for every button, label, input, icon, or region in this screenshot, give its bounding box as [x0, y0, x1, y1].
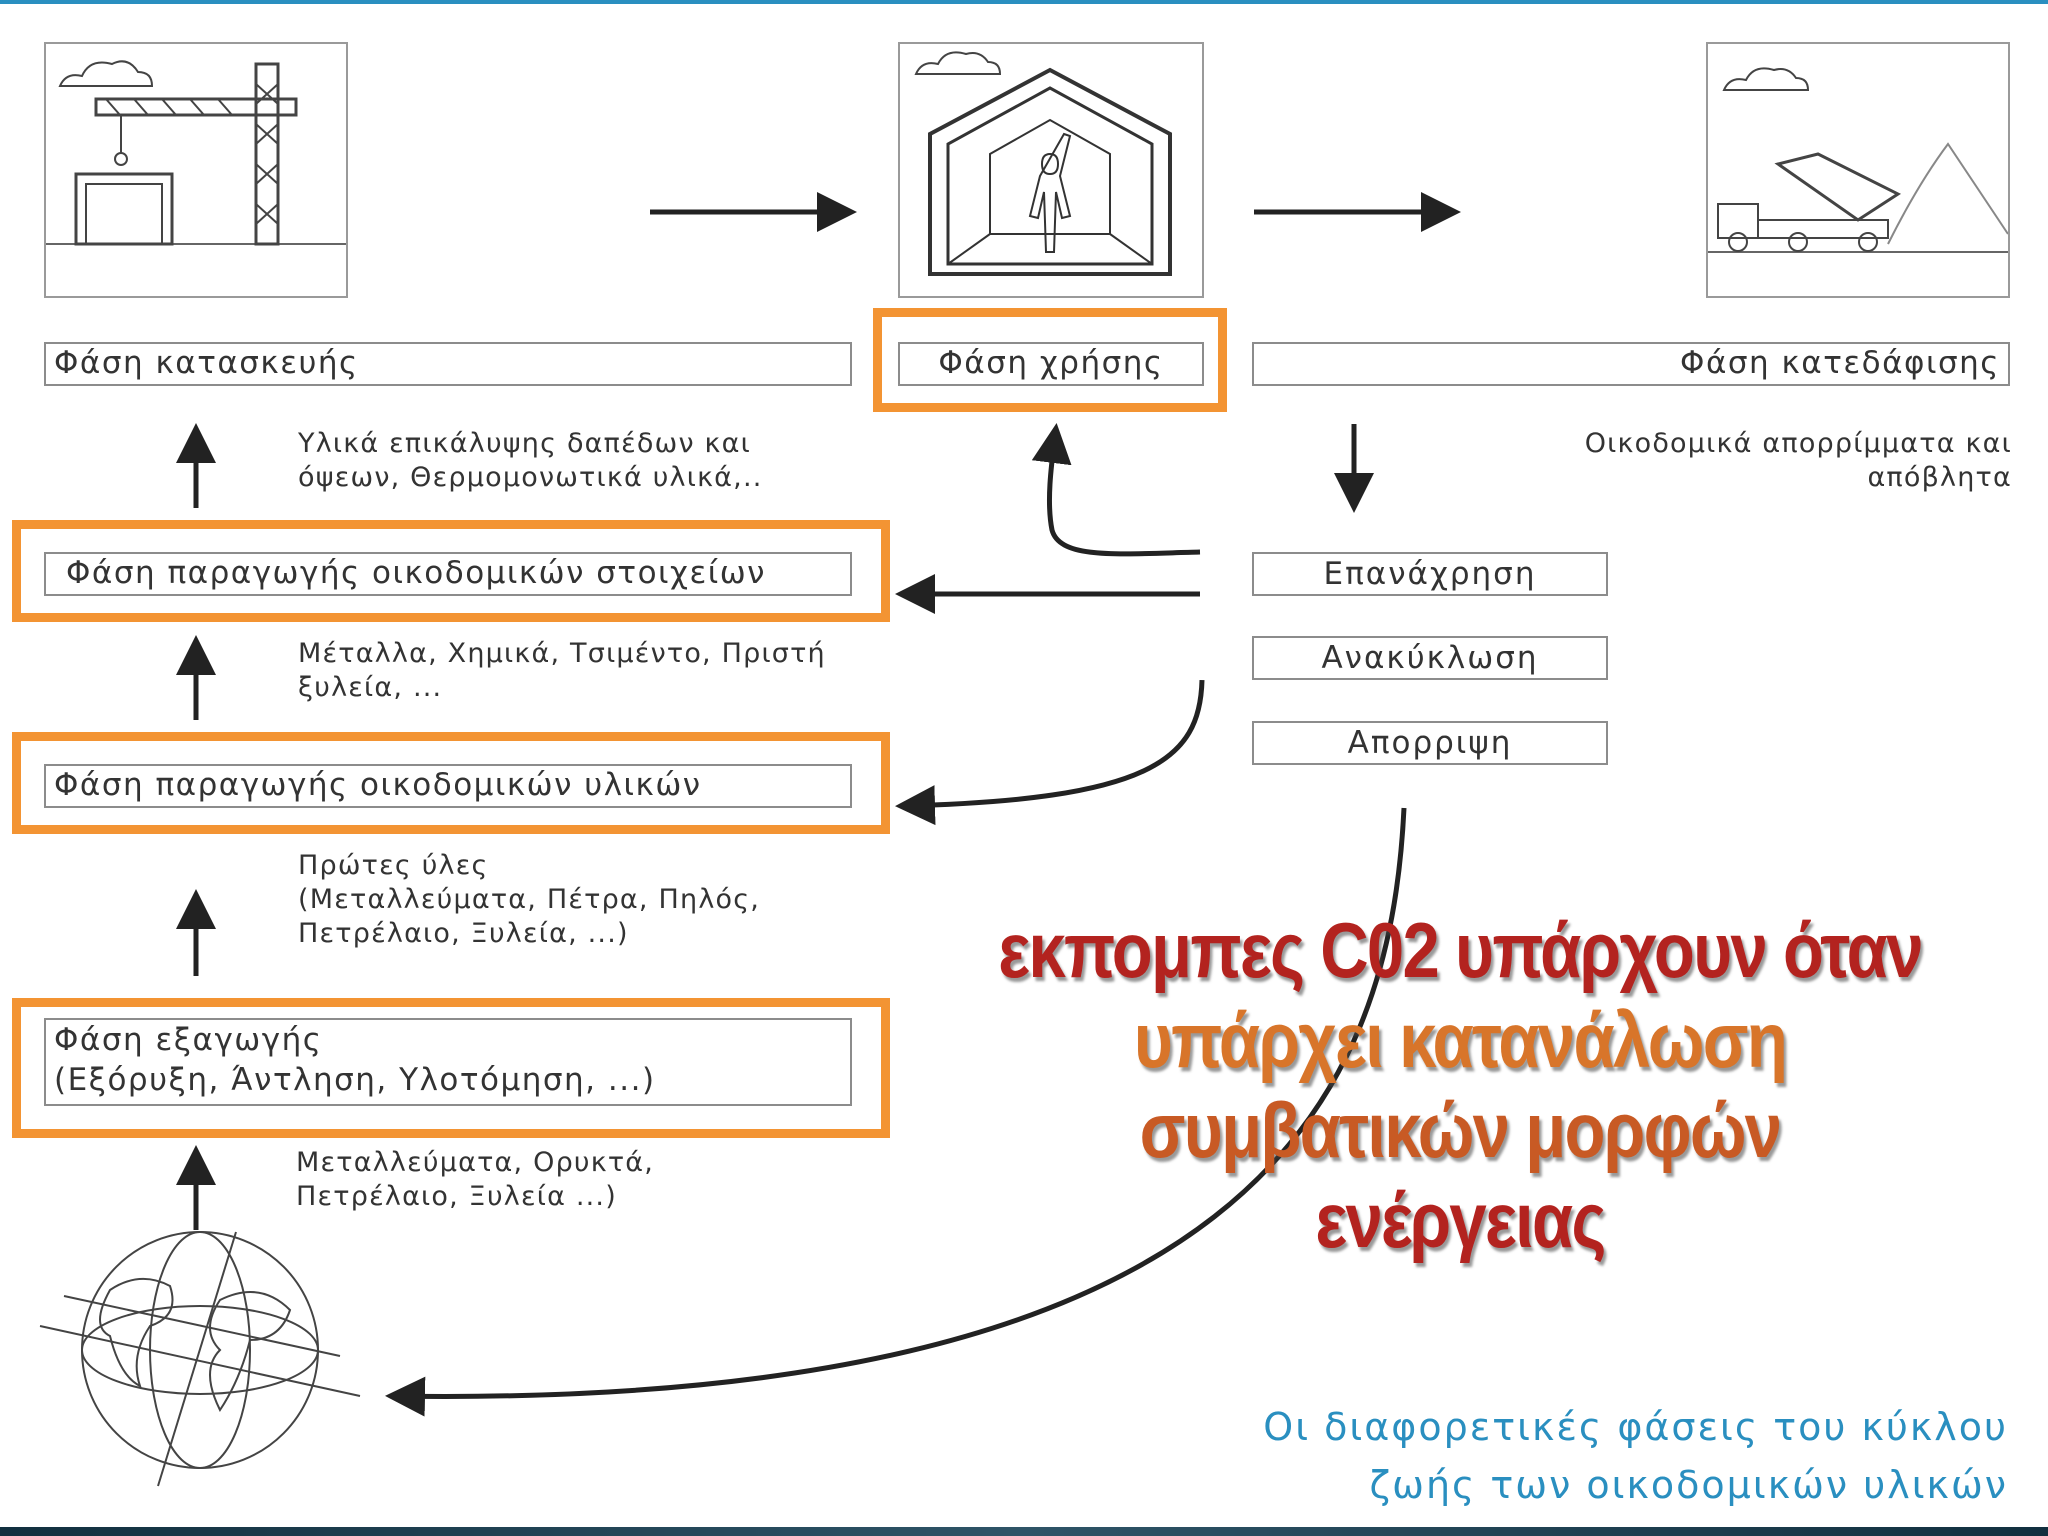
- elements-input-label: Υλικά επικάλυψης δαπέδων και όψεων, Θερμ…: [298, 427, 763, 495]
- raw-input-line2: (Μεταλλεύματα, Πέτρα, Πηλός,: [298, 884, 761, 915]
- house-person-icon: [914, 51, 1172, 276]
- raw-input-line3: Πετρέλαιο, Ξυλεία, ...): [298, 918, 629, 949]
- demolition-illustration: [1706, 42, 2010, 298]
- use-illustration: [898, 42, 1204, 298]
- callout-line1: εκπομπες C02 υπάρχουν όταν: [998, 906, 1923, 994]
- caption-line2: ζωής των οικοδομικών υλικών: [1369, 1463, 2008, 1507]
- arrow-recycling-to-materials: [895, 679, 1205, 826]
- demolition-output-label: Οικοδομικά απορρίμματα και απόβλητα: [1585, 427, 2012, 495]
- elements-input-line2: όψεων, Θερμομονωτικά υλικά,..: [298, 462, 763, 493]
- phase-materials: Φάση παραγωγής οικοδομικών υλικών: [44, 764, 852, 808]
- disposal-box: Απορριψη: [1252, 721, 1608, 765]
- caption-line1: Οι διαφορετικές φάσεις του κύκλου: [1263, 1405, 2008, 1449]
- phase-elements: Φάση παραγωγής οικοδομικών στοιχείων: [44, 552, 852, 596]
- phase-extraction: Φάση εξαγωγής (Εξόρυξη, Άντληση, Υλοτόμη…: [44, 1018, 852, 1106]
- highlight-elements: [12, 520, 890, 622]
- phase-construction: Φάση κατασκευής: [44, 342, 852, 386]
- highlight-materials: [12, 732, 890, 834]
- elements-input-line1: Υλικά επικάλυψης δαπέδων και: [298, 428, 751, 459]
- raw-input-label: Πρώτες ύλες (Μεταλλεύματα, Πέτρα, Πηλός,…: [298, 849, 760, 951]
- callout-line2: υπάρχει κατανάλωση: [1133, 996, 1788, 1084]
- demolition-output-line2: απόβλητα: [1867, 462, 2012, 493]
- bottom-accent-rule: [0, 1527, 2048, 1536]
- materials-input-line1: Μέταλλα, Χημικά, Τσιμέντο, Πριστή: [298, 638, 826, 669]
- phase-extraction-detail: (Εξόρυξη, Άντληση, Υλοτόμηση, ...): [54, 1062, 656, 1098]
- reuse-box: Επανάχρηση: [1252, 552, 1608, 596]
- arrow-reuse-to-use: [1031, 423, 1201, 557]
- construction-illustration: [44, 42, 348, 298]
- crane-icon: [46, 60, 346, 246]
- slide-caption: Οι διαφορετικές φάσεις του κύκλου ζωής τ…: [1263, 1398, 2008, 1514]
- demolition-output-line1: Οικοδομικά απορρίμματα και: [1584, 428, 2012, 459]
- materials-input-label: Μέταλλα, Χημικά, Τσιμέντο, Πριστή ξυλεία…: [298, 637, 826, 705]
- dump-truck-icon: [1708, 67, 2009, 253]
- callout-line4: ενέργειας: [1315, 1176, 1606, 1264]
- top-accent-rule: [0, 0, 2048, 4]
- earth-input-line1: Μεταλλεύματα, Ορυκτά,: [296, 1147, 655, 1178]
- phase-extraction-title: Φάση εξαγωγής: [54, 1022, 323, 1058]
- raw-input-line1: Πρώτες ύλες: [298, 850, 489, 881]
- highlight-extraction: [12, 998, 890, 1138]
- phase-use: Φάση χρήσης: [898, 342, 1204, 386]
- earth-input-label: Μεταλλεύματα, Ορυκτά, Πετρέλαιο, Ξυλεία …: [296, 1146, 654, 1214]
- phase-demolition: Φάση κατεδάφισης: [1252, 342, 2010, 386]
- materials-input-line2: ξυλεία, ...: [298, 672, 443, 703]
- highlight-use: [873, 308, 1227, 412]
- recycling-box: Ανακύκλωση: [1252, 636, 1608, 680]
- globe-icon: [39, 1231, 361, 1487]
- callout-line3: συμβατικών μορφών: [1139, 1086, 1782, 1174]
- co2-callout: εκπομπες C02 υπάρχουν όταν υπάρχει καταν…: [961, 905, 1959, 1265]
- arrow-disposal-to-earth: [385, 807, 1407, 1417]
- earth-input-line2: Πετρέλαιο, Ξυλεία ...): [296, 1181, 617, 1212]
